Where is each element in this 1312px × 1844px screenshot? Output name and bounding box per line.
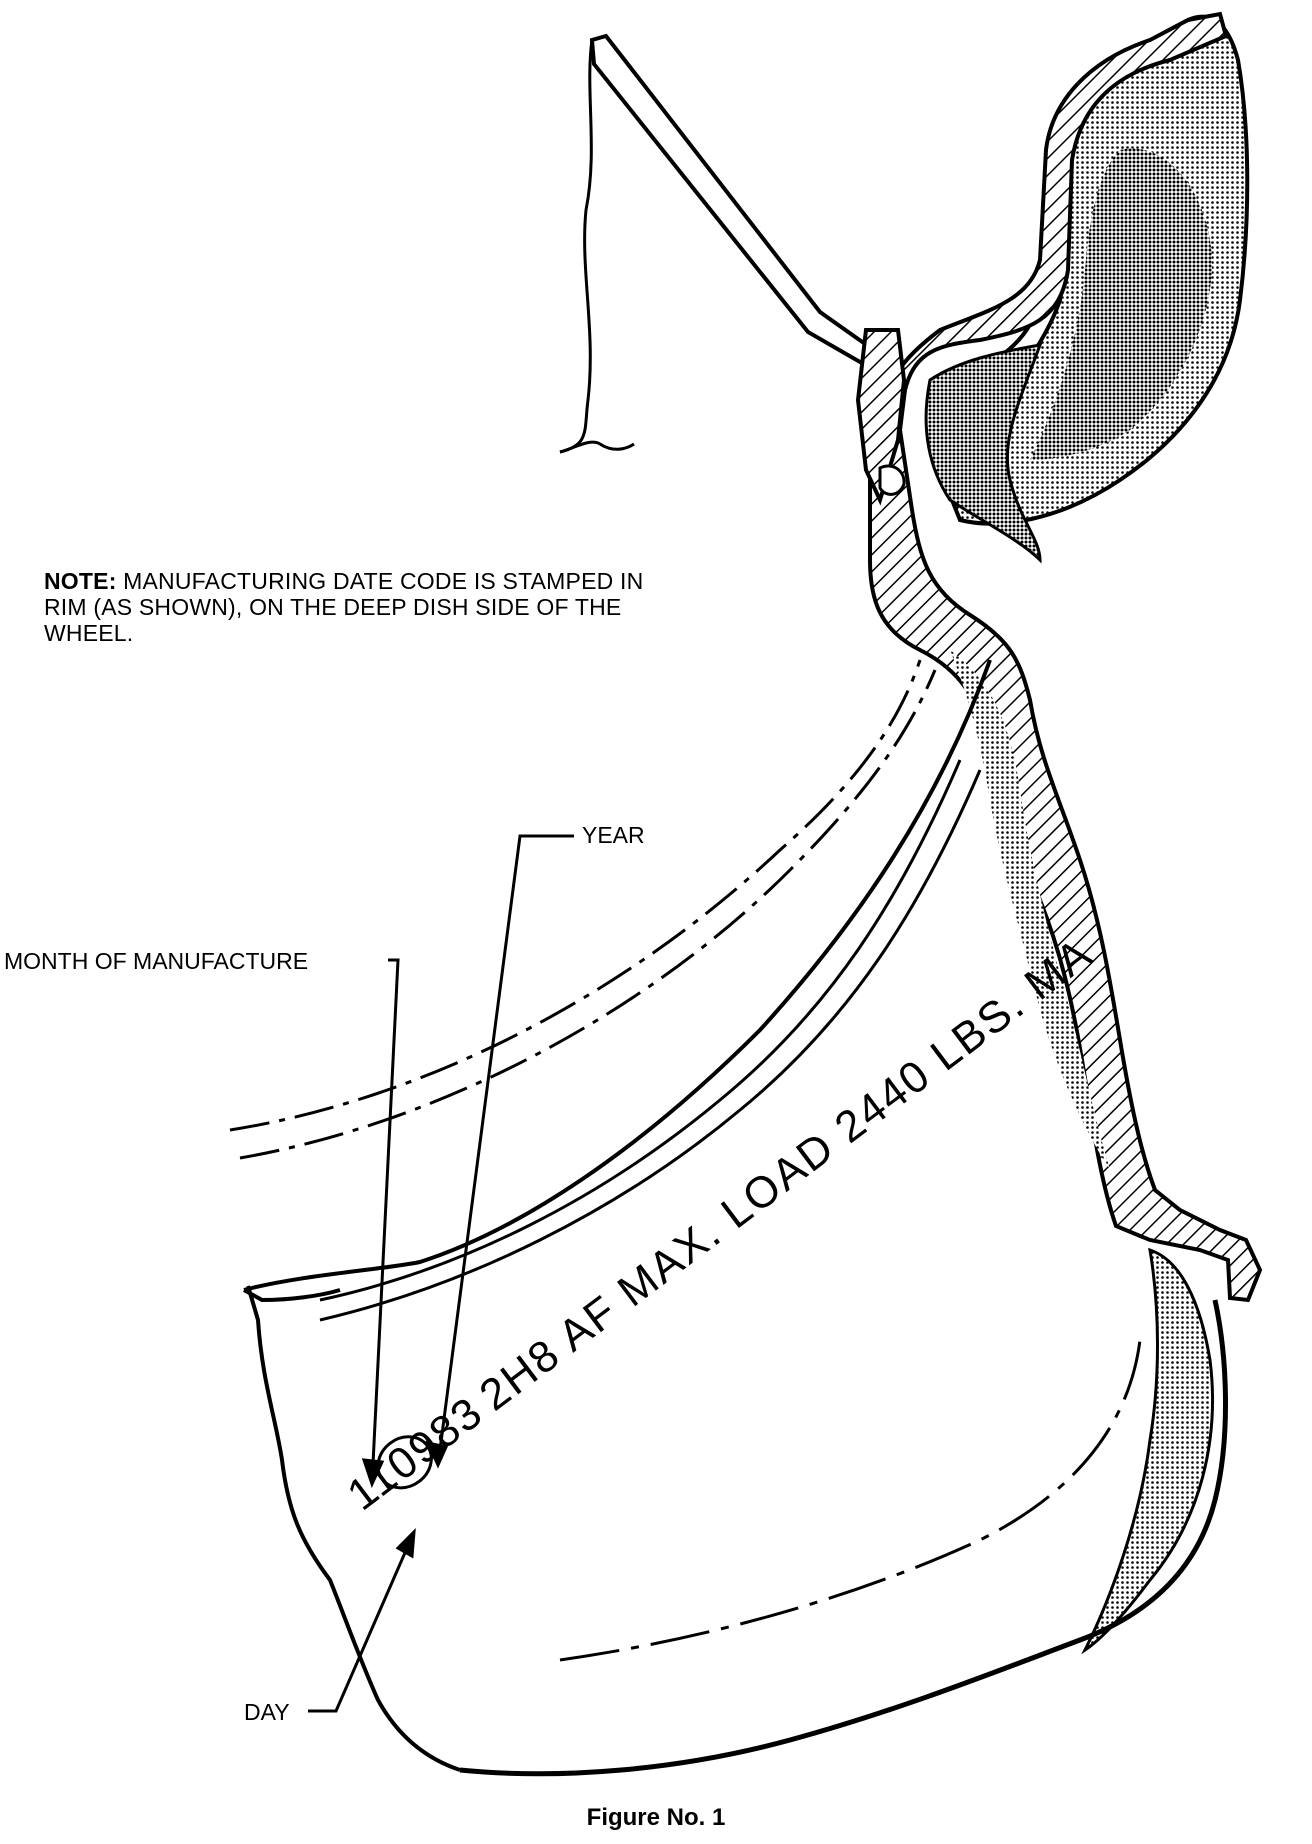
callout-day: DAY (244, 1699, 290, 1725)
note-text: MANUFACTURING DATE CODE IS STAMPED IN RI… (44, 568, 644, 646)
rim-cross-section (855, 11, 1263, 1303)
manufacturing-note: NOTE: MANUFACTURING DATE CODE IS STAMPED… (44, 568, 684, 646)
callout-year: YEAR (582, 822, 645, 848)
svg-text:1109832H8 AF MAX. LOAD 2440 LB: 1109832H8 AF MAX. LOAD 2440 LBS. MA (339, 928, 1102, 1520)
rim-stamp: 1109832H8 AF MAX. LOAD 2440 LBS. MA (339, 928, 1102, 1520)
callout-month: MONTH OF MANUFACTURE (4, 948, 309, 974)
note-label: NOTE: (44, 568, 117, 594)
wheel-disc (559, 33, 904, 454)
rim-inner-shading (924, 343, 1214, 1655)
figure-caption: Figure No. 1 (586, 1804, 726, 1831)
callout-leaders (308, 834, 574, 1713)
